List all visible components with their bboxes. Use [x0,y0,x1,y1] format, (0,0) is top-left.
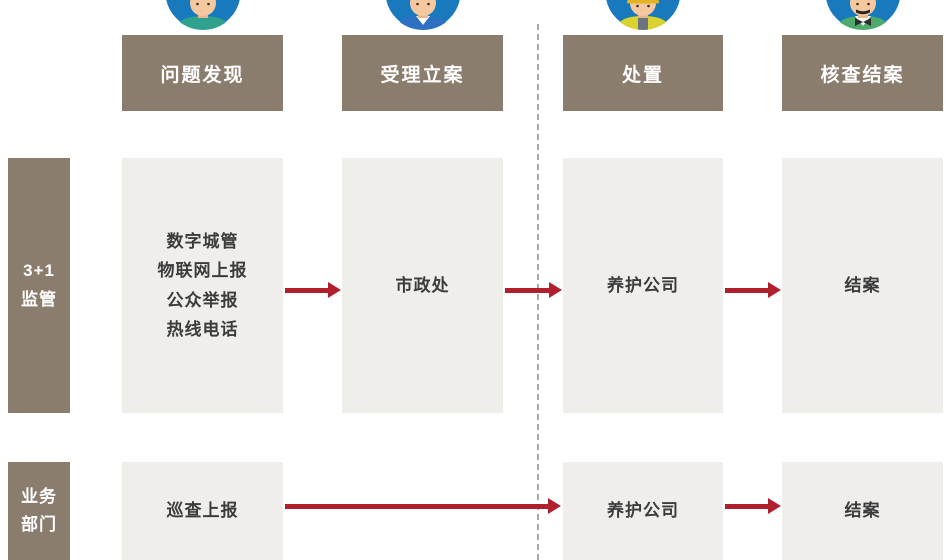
box-case-closed: 结案 [782,158,943,413]
stage-header-label: 核查结案 [820,64,905,86]
flow-arrow [725,498,781,514]
box-text: 数字城管 物联网上报 公众举报 热线电话 [157,232,248,339]
stage-header-handle: 处置 [563,35,723,111]
stage-header-discover: 问题发现 [122,35,283,111]
stage-header-label: 受理立案 [380,64,465,86]
box-discover-sources: 数字城管 物联网上报 公众举报 热线电话 [122,158,283,413]
flow-arrow [725,282,781,298]
arrow-head [328,282,341,298]
stage-header-accept: 受理立案 [342,35,503,111]
worker-avatar-icon [601,0,685,35]
flow-arrow [285,282,341,298]
box-text: 市政处 [395,275,450,295]
stage-header-label: 处置 [621,64,664,86]
box-patrol-report: 巡查上报 [122,462,283,560]
box-case-closed: 结案 [782,462,943,560]
arrow-head [768,498,781,514]
clerk-avatar-icon [381,0,465,35]
box-text: 养护公司 [607,501,679,521]
stage-header-close: 核查结案 [782,35,943,111]
inspector-avatar-icon [821,0,905,35]
dispatcher-avatar-icon [161,0,245,35]
arrow-shaft [285,288,331,293]
lane-label-text: 3+1 监管 [21,261,57,309]
box-text: 巡查上报 [166,501,239,521]
arrow-head [768,282,781,298]
box-maintenance-company: 养护公司 [563,158,723,413]
arrow-head [549,282,562,298]
box-text: 结案 [844,275,881,295]
box-maintenance-company: 养护公司 [563,462,723,560]
flow-arrow [505,282,562,298]
arrow-shaft [285,504,551,509]
lane-label-business: 业务 部门 [8,462,70,560]
arrow-shaft [505,288,552,293]
box-municipal-office: 市政处 [342,158,503,413]
box-text: 养护公司 [607,275,679,295]
lane-label-text: 业务 部门 [21,486,57,534]
arrow-head [548,498,561,514]
flow-arrow-long [285,498,561,514]
box-text: 结案 [844,501,881,521]
lane-label-supervision: 3+1 监管 [8,158,70,413]
arrow-shaft [725,504,771,509]
arrow-shaft [725,288,771,293]
stage-header-label: 问题发现 [160,64,245,86]
